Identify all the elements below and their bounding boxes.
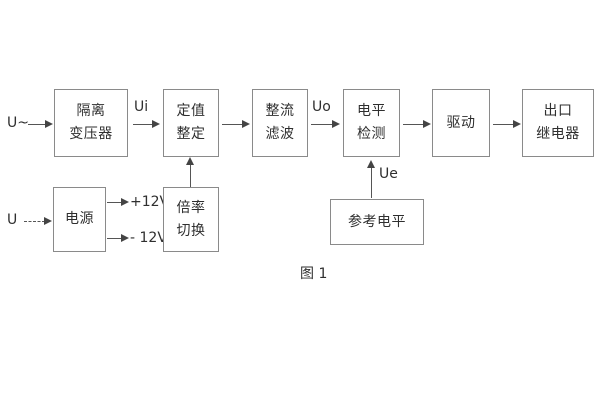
arrowhead-input-to-isolation [45,120,53,128]
block-level-detect: 电平 检测 [343,89,400,157]
arrowhead-rail-negative [121,234,129,242]
connector-rail-positive [107,202,123,203]
block-isolation-transformer: 隔离 变压器 [54,89,128,157]
block-power-supply-line1: 电源 [65,211,94,228]
block-reference-level: 参考电平 [330,199,424,245]
block-drive: 驱动 [432,89,490,157]
block-multiplier-switch: 倍率 切换 [163,187,219,252]
signal-label-ue: Ue [379,166,398,182]
arrowhead-drive-to-relay [513,120,521,128]
connector-input-to-power-supply [24,221,45,222]
connector-rectify-to-level [311,124,333,125]
block-output-relay: 出口 继电器 [522,89,594,157]
block-rectify-filter: 整流 滤波 [252,89,308,157]
block-multiplier-switch-line2: 切换 [176,222,206,239]
rail-label-negative: - 12V [130,230,167,246]
block-setpoint-adjust-line1: 定值 [176,103,206,120]
connector-reference-to-level [371,165,372,198]
connector-rail-negative [107,238,123,239]
arrowhead-rail-positive [121,198,129,206]
figure-caption: 图 1 [300,266,328,282]
signal-label-ui: Ui [134,99,149,115]
block-multiplier-switch-line1: 倍率 [176,199,206,216]
arrowhead-setpoint-to-rectify [242,120,250,128]
block-drive-line1: 驱动 [446,114,476,131]
block-output-relay-line1: 出口 [543,103,573,120]
arrowhead-level-to-drive [423,120,431,128]
arrowhead-rectify-to-level [332,120,340,128]
arrowhead-multiplier-to-setpoint [186,157,194,165]
connector-input-to-isolation [28,124,46,125]
connector-setpoint-to-rectify [222,124,243,125]
block-rectify-filter-line1: 整流 [265,103,295,120]
block-isolation-transformer-line2: 变压器 [69,126,113,142]
arrowhead-reference-to-level [367,160,375,168]
block-power-supply: 电源 [53,187,106,252]
input-label-u-dc: U [7,212,18,228]
connector-isolation-to-setpoint [133,124,153,125]
block-level-detect-line1: 电平 [357,103,386,120]
block-setpoint-adjust: 定值 整定 [163,89,219,157]
arrowhead-isolation-to-setpoint [152,120,160,128]
block-setpoint-adjust-line2: 整定 [176,126,206,142]
signal-label-uo: Uo [312,99,331,115]
block-reference-level-line1: 参考电平 [348,213,406,230]
block-output-relay-line2: 继电器 [536,126,580,142]
connector-multiplier-to-setpoint [190,160,191,187]
block-level-detect-line2: 检测 [357,126,386,142]
arrowhead-input-to-power-supply [44,217,52,225]
connector-level-to-drive [403,124,424,125]
input-label-u-ac: U~ [7,115,29,131]
rail-label-positive: +12V [130,194,170,210]
block-rectify-filter-line2: 滤波 [265,126,295,142]
block-isolation-transformer-line1: 隔离 [76,103,106,120]
connector-drive-to-relay [493,124,514,125]
